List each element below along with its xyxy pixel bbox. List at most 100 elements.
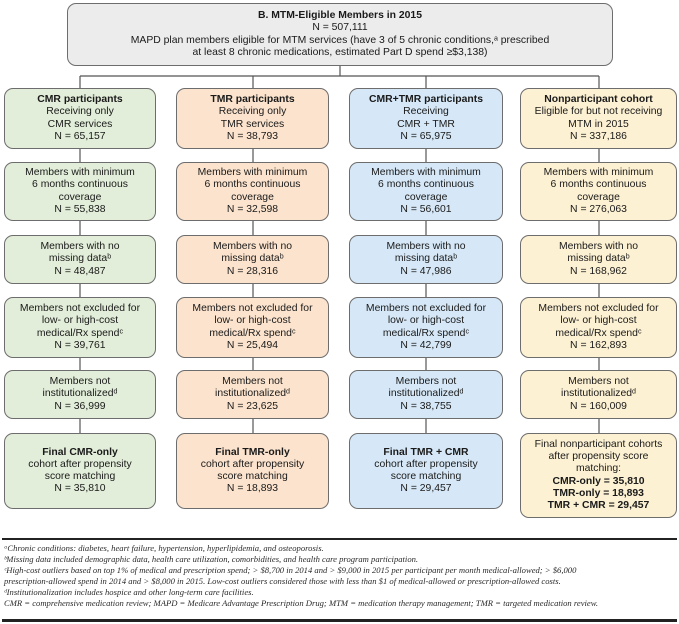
nonparticipant-institutionalized-box: Members not institutionalizedᵈ N = 160,0… [520, 370, 677, 419]
box-line: Members not [222, 376, 283, 388]
box-line: Members with no [386, 241, 466, 253]
box-line: Members not excluded for [365, 303, 487, 315]
box-line: Receiving only [218, 106, 287, 118]
eligible-title: B. MTM-Eligible Members in 2015 [258, 10, 422, 22]
box-count: N = 35,810 [54, 483, 106, 495]
box-line: missing dataᵇ [394, 253, 458, 265]
box-line: missing dataᵇ [221, 253, 284, 265]
box-line: score matching [217, 471, 288, 482]
box-count: N = 276,063 [570, 203, 627, 215]
box-line: Receiving [403, 106, 449, 118]
tmr-institutionalized-box: Members not institutionalizedᵈ N = 23,62… [176, 370, 329, 419]
box-line: 6 months continuous [32, 179, 128, 191]
tmr-excluded-box: Members not excluded for low- or high-co… [176, 297, 329, 358]
footnotes: ᵃChronic conditions: diabetes, heart fai… [4, 543, 676, 610]
box-title: CMR participants [37, 94, 123, 106]
box-line: institutionalizedᵈ [42, 388, 118, 400]
box-title: TMR participants [210, 94, 295, 106]
box-line: Members with no [212, 241, 293, 253]
box-line: after propensity score [548, 451, 649, 463]
box-line: medical/Rx spendᶜ [382, 327, 470, 339]
connector-lines [79, 66, 600, 433]
tmr-missing-data-box: Members with no missing dataᵇ N = 28,316 [176, 235, 329, 284]
tmr-cmr-count: TMR + CMR = 29,457 [547, 499, 650, 511]
box-count: N = 47,986 [400, 265, 452, 277]
footnote-bottom-rule [2, 619, 677, 622]
box-count: N = 42,799 [400, 339, 452, 351]
box-count: N = 28,316 [226, 265, 279, 277]
eligible-desc-line1: MAPD plan members eligible for MTM servi… [130, 34, 550, 46]
box-line: 6 months continuous [204, 179, 301, 191]
footnote-d: ᵈInstitutionalization includes hospice a… [4, 587, 254, 598]
cmr-tmr-final-cohort-box: Final TMR + CMR cohort after propensity … [349, 433, 503, 509]
cmr-final-cohort-box: Final CMR-only cohort after propensity s… [4, 433, 156, 509]
box-count: N = 168,962 [570, 265, 627, 277]
nonparticipant-excluded-box: Members not excluded for low- or high-co… [520, 297, 677, 358]
box-line: Members not excluded for [19, 303, 141, 315]
box-line: Members with minimum [25, 167, 135, 179]
box-line: Final nonparticipant cohorts [534, 438, 663, 450]
box-line: Members with minimum [543, 167, 654, 179]
tmr-coverage-box: Members with minimum 6 months continuous… [176, 162, 329, 221]
cmr-tmr-excluded-box: Members not excluded for low- or high-co… [349, 297, 503, 358]
box-line: 6 months continuous [550, 179, 647, 191]
box-line: MTM in 2015 [568, 118, 629, 130]
box-count: N = 337,186 [570, 130, 627, 142]
box-line: Members with no [40, 241, 120, 253]
box-title: Nonparticipant cohort [544, 94, 653, 106]
box-line: cohort after propensity [28, 458, 132, 470]
box-line: coverage [231, 191, 274, 203]
footnote-top-rule [2, 538, 677, 540]
box-line: medical/Rx spendᶜ [36, 327, 124, 339]
box-count: N = 65,157 [54, 130, 106, 142]
cmr-tmr-missing-data-box: Members with no missing dataᵇ N = 47,986 [349, 235, 503, 284]
box-line: Members not [568, 376, 629, 388]
cmr-excluded-box: Members not excluded for low- or high-co… [4, 297, 156, 358]
nonparticipant-coverage-box: Members with minimum 6 months continuous… [520, 162, 677, 221]
box-line: medical/Rx spendᶜ [555, 327, 642, 339]
box-title: CMR+TMR participants [368, 94, 484, 106]
box-line: missing dataᵇ [567, 253, 630, 265]
box-line: CMR services [47, 118, 113, 130]
box-line: Receiving only [46, 106, 114, 118]
box-line: CMR + TMR [397, 118, 455, 130]
box-line: TMR services [220, 118, 285, 130]
box-count: N = 56,601 [400, 203, 452, 215]
eligible-count: N = 507,111 [312, 22, 368, 34]
box-count: N = 65,975 [400, 130, 452, 142]
cmr-missing-data-box: Members with no missing dataᵇ N = 48,487 [4, 235, 156, 284]
abbreviations: CMR = comprehensive medication review; M… [4, 598, 598, 609]
box-line: Members with no [558, 241, 639, 253]
cmr-institutionalized-box: Members not institutionalizedᵈ N = 36,99… [4, 370, 156, 419]
box-line: score matching [44, 471, 116, 482]
footnote-a: ᵃChronic conditions: diabetes, heart fai… [4, 543, 324, 553]
box-count: N = 38,755 [400, 400, 452, 412]
box-line: institutionalizedᵈ [215, 388, 290, 400]
nonparticipant-final-cohorts-box: Final nonparticipant cohorts after prope… [520, 433, 677, 518]
box-count: N = 25,494 [226, 339, 279, 351]
box-line: 6 months continuous [378, 179, 474, 191]
box-count: N = 29,457 [400, 483, 452, 495]
cmr-tmr-participants-box: CMR+TMR participants Receiving CMR + TMR… [349, 88, 503, 149]
cmr-only-count: CMR-only = 35,810 [552, 475, 645, 487]
box-count: N = 32,598 [226, 203, 279, 215]
box-count: N = 39,761 [54, 339, 106, 351]
eligible-members-box: B. MTM-Eligible Members in 2015 N = 507,… [67, 3, 613, 66]
cmr-tmr-institutionalized-box: Members not institutionalizedᵈ N = 38,75… [349, 370, 503, 419]
box-count: N = 18,893 [226, 483, 279, 495]
box-line: Members with minimum [371, 167, 481, 179]
cmr-participants-box: CMR participants Receiving only CMR serv… [4, 88, 156, 149]
box-line: institutionalizedᵈ [561, 388, 636, 400]
box-line: coverage [58, 191, 102, 203]
box-count: N = 48,487 [54, 265, 106, 277]
box-line: Members not excluded for [192, 303, 313, 315]
box-count: N = 160,009 [570, 400, 627, 412]
box-line: cohort after propensity [200, 458, 305, 470]
box-line: low- or high-cost [387, 315, 465, 327]
footnote-c: ᶜHigh-cost outliers based on top 1% of m… [4, 565, 577, 576]
box-line: cohort after propensity [374, 458, 478, 470]
box-line: Members not [49, 376, 111, 388]
footnote-b: ᵇMissing data included demographic data,… [4, 554, 419, 565]
tmr-final-cohort-box: Final TMR-only cohort after propensity s… [176, 433, 329, 509]
box-title: Final TMR-only [215, 446, 290, 458]
